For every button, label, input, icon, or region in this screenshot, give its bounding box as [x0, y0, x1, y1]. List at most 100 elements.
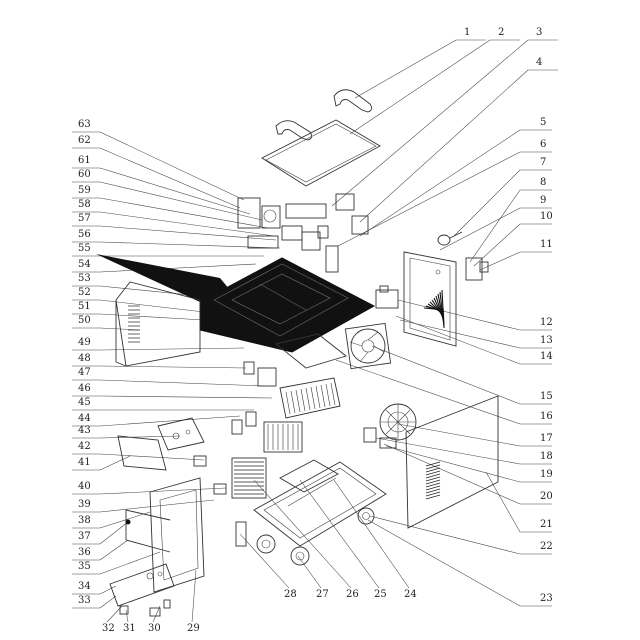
- pcb-board-upper: [274, 333, 347, 369]
- left-side-panel: [115, 281, 201, 367]
- small-bracket-28: [235, 521, 247, 547]
- part-label-19: 19: [540, 469, 553, 480]
- part-label-30: 30: [148, 623, 161, 634]
- power-switch: [375, 285, 399, 309]
- top-cover-plate: [261, 119, 381, 187]
- part-label-20: 20: [540, 491, 553, 502]
- part-label-12: 12: [540, 317, 553, 328]
- output-reactor: [231, 457, 267, 499]
- terminal-parts: [247, 203, 339, 273]
- part-label-39: 39: [78, 499, 91, 510]
- part-label-13: 13: [540, 335, 553, 346]
- part-label-24: 24: [404, 589, 417, 600]
- part-label-36: 36: [78, 547, 91, 558]
- part-label-47: 47: [78, 367, 91, 378]
- part-label-45: 45: [78, 397, 91, 408]
- part-label-16: 16: [540, 411, 553, 422]
- small-terminal-40: [193, 455, 207, 467]
- part-label-41: 41: [78, 457, 91, 468]
- part-label-38: 38: [78, 515, 91, 526]
- part-label-34: 34: [78, 581, 91, 592]
- part-label-46: 46: [78, 383, 91, 394]
- part-label-3: 3: [536, 27, 543, 38]
- part-label-27: 27: [316, 589, 329, 600]
- transformer-small: [335, 193, 369, 235]
- capacitor-pair: [231, 411, 257, 435]
- part-label-59: 59: [78, 185, 91, 196]
- part-label-48: 48: [78, 353, 91, 364]
- rear-panel: [403, 251, 457, 347]
- part-label-58: 58: [78, 199, 91, 210]
- wiring-diagram-sheet: [117, 435, 167, 471]
- handle-top: [333, 89, 373, 113]
- part-label-8: 8: [540, 177, 547, 188]
- part-label-10: 10: [540, 211, 553, 222]
- mounting-plate: [279, 459, 339, 493]
- part-label-44: 44: [78, 413, 91, 424]
- part-label-57: 57: [78, 213, 91, 224]
- part-label-62: 62: [78, 135, 91, 146]
- part-label-49: 49: [78, 337, 91, 348]
- part-label-56: 56: [78, 229, 91, 240]
- part-label-63: 63: [78, 119, 91, 130]
- control-board-bracket: [237, 197, 281, 229]
- part-label-55: 55: [78, 243, 91, 254]
- part-label-9: 9: [540, 195, 547, 206]
- knobs-and-connectors: [119, 599, 171, 617]
- part-label-43: 43: [78, 425, 91, 436]
- part-label-33: 33: [78, 595, 91, 606]
- part-label-18: 18: [540, 451, 553, 462]
- front-panel: [125, 477, 205, 593]
- part-label-1: 1: [464, 27, 471, 38]
- part-label-17: 17: [540, 433, 553, 444]
- part-label-14: 14: [540, 351, 553, 362]
- cooling-fan: [344, 322, 392, 370]
- main-transformer: [379, 403, 417, 441]
- leader-lines: [72, 39, 558, 623]
- part-label-54: 54: [78, 259, 91, 270]
- rectifier-heatsink: [263, 421, 303, 453]
- part-label-21: 21: [540, 519, 553, 530]
- part-label-29: 29: [187, 623, 200, 634]
- part-label-6: 6: [540, 139, 547, 150]
- igbt-module: [243, 361, 277, 387]
- caster-wheel-front: [256, 534, 276, 554]
- caster-wheel-right: [357, 507, 375, 525]
- part-label-26: 26: [346, 589, 359, 600]
- small-terminal-37: [213, 483, 227, 495]
- part-label-51: 51: [78, 301, 91, 312]
- part-label-35: 35: [78, 561, 91, 572]
- part-label-4: 4: [536, 57, 543, 68]
- part-label-37: 37: [78, 531, 91, 542]
- part-label-31: 31: [123, 623, 136, 634]
- part-label-15: 15: [540, 391, 553, 402]
- bottom-base-plate: [253, 461, 387, 547]
- gas-valve: [465, 257, 489, 281]
- part-label-53: 53: [78, 273, 91, 284]
- part-label-61: 61: [78, 155, 91, 166]
- part-label-50: 50: [78, 315, 91, 326]
- inductor-parts: [363, 427, 397, 449]
- part-label-22: 22: [540, 541, 553, 552]
- part-label-52: 52: [78, 287, 91, 298]
- right-side-panel: [405, 395, 499, 529]
- part-label-42: 42: [78, 441, 91, 452]
- part-label-28: 28: [284, 589, 297, 600]
- front-control-panel: [109, 563, 175, 607]
- part-label-7: 7: [540, 157, 547, 168]
- heatsink: [279, 377, 341, 419]
- caster-wheel-back: [290, 546, 310, 566]
- hose-fitting: [437, 231, 463, 246]
- handle-lower: [275, 120, 313, 141]
- control-pcb: [157, 417, 205, 451]
- part-label-40: 40: [78, 481, 91, 492]
- part-label-2: 2: [498, 27, 505, 38]
- part-label-25: 25: [374, 589, 387, 600]
- part-label-60: 60: [78, 169, 91, 180]
- middle-partition-board: [96, 254, 376, 353]
- part-label-32: 32: [102, 623, 115, 634]
- part-label-23: 23: [540, 593, 553, 604]
- part-label-5: 5: [540, 117, 547, 128]
